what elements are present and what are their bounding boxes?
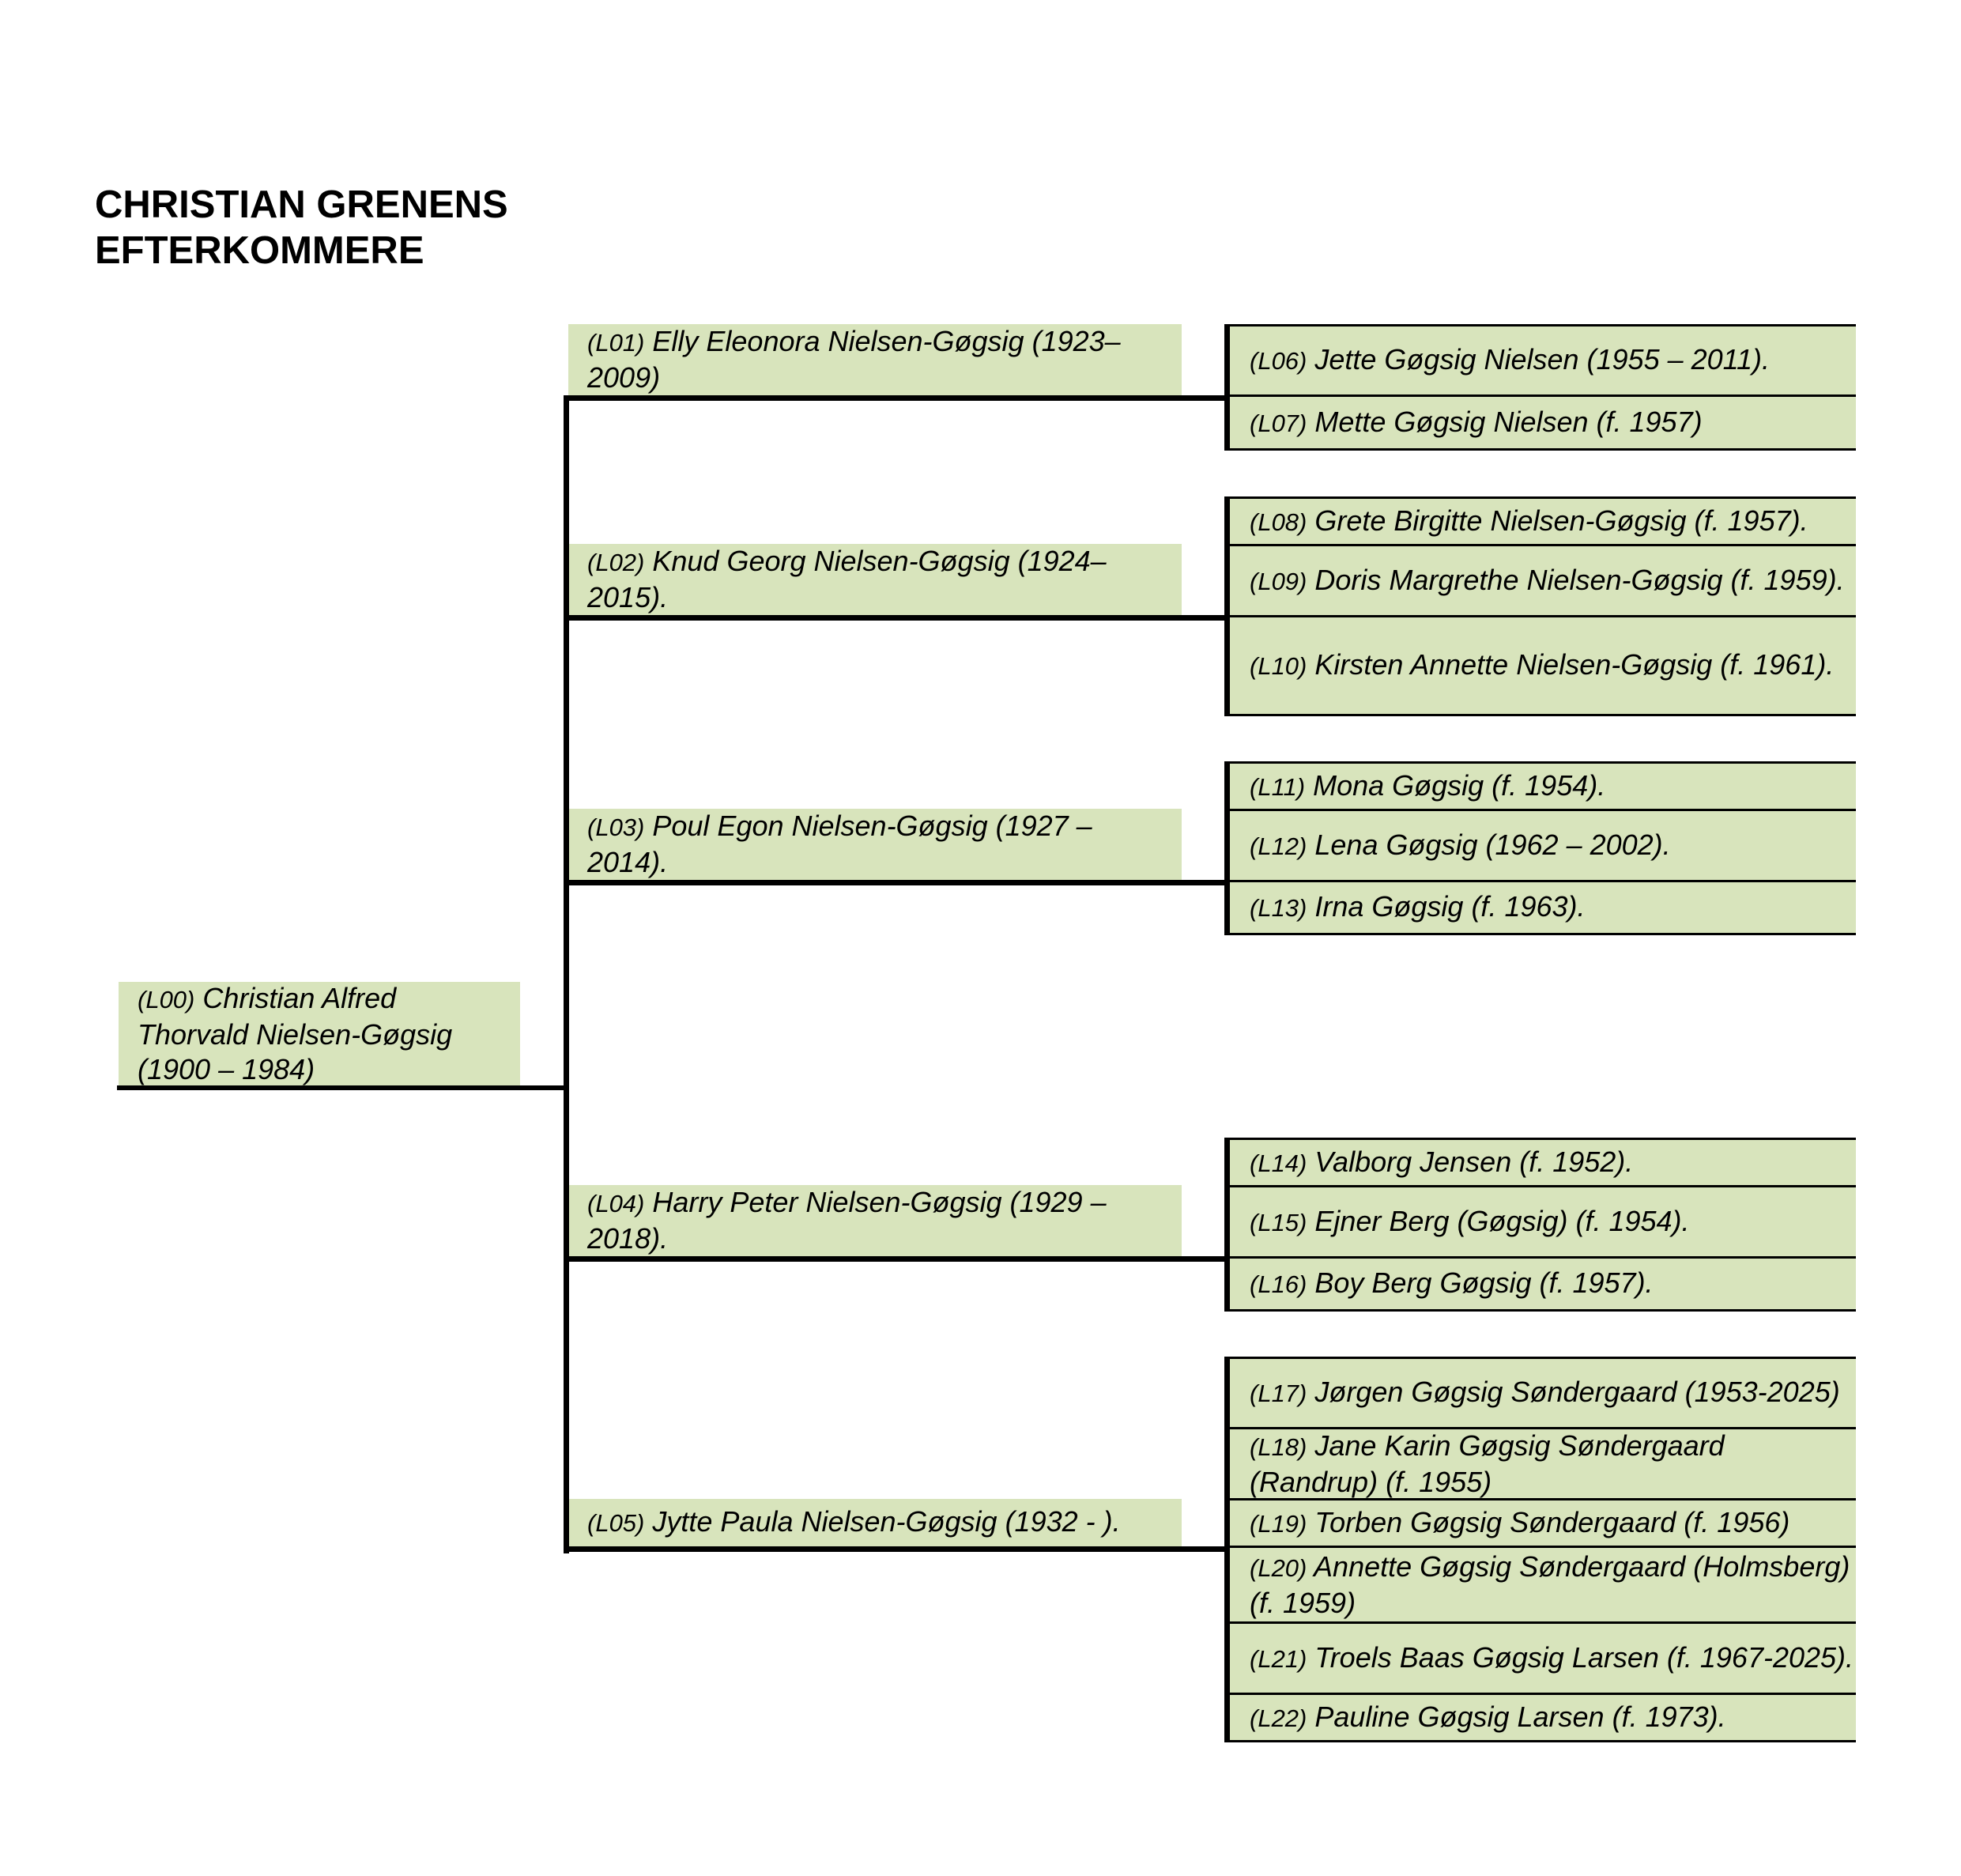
node-code: (L07) bbox=[1250, 409, 1307, 437]
gen2-node-l08: (L08) Grete Birgitte Nielsen-Gøgsig (f. … bbox=[1229, 496, 1856, 546]
gen2-node-l22: (L22) Pauline Gøgsig Larsen (f. 1973). bbox=[1229, 1695, 1856, 1742]
root-underline bbox=[117, 1085, 564, 1090]
gen2-node-l18: (L18) Jane Karin Gøgsig Søndergaard (Ran… bbox=[1229, 1429, 1856, 1500]
node-label: Jytte Paula Nielsen-Gøgsig (1932 - ). bbox=[644, 1505, 1121, 1538]
gen2-node-l07: (L07) Mette Gøgsig Nielsen (f. 1957) bbox=[1229, 397, 1856, 451]
node-label: Poul Egon Nielsen-Gøgsig (1927 – 2014). bbox=[587, 810, 1092, 878]
trunk-vertical-line bbox=[564, 395, 569, 1553]
node-code: (L16) bbox=[1250, 1270, 1307, 1298]
node-label: Knud Georg Nielsen-Gøgsig (1924–2015). bbox=[587, 545, 1107, 613]
node-code: (L04) bbox=[587, 1190, 645, 1217]
gen2-node-l14: (L14) Valborg Jensen (f. 1952). bbox=[1229, 1138, 1856, 1187]
gen2-node-l12: (L12) Lena Gøgsig (1962 – 2002). bbox=[1229, 811, 1856, 882]
branch-line-l05 bbox=[564, 1546, 1229, 1552]
gen2-node-l19: (L19) Torben Gøgsig Søndergaard (f. 1956… bbox=[1229, 1500, 1856, 1548]
node-code: (L11) bbox=[1250, 772, 1306, 801]
node-label: Lena Gøgsig (1962 – 2002). bbox=[1307, 828, 1671, 861]
node-code: (L14) bbox=[1250, 1149, 1307, 1177]
node-label: Jørgen Gøgsig Søndergaard (1953-2025) bbox=[1307, 1376, 1840, 1408]
branch-line-l02 bbox=[564, 615, 1229, 621]
gen2-node-l20: (L20) Annette Gøgsig Søndergaard (Holmsb… bbox=[1229, 1548, 1856, 1624]
children-bracket-l03 bbox=[1224, 761, 1230, 935]
node-label: Ejner Berg (Gøgsig) (f. 1954). bbox=[1307, 1204, 1690, 1237]
node-code: (L09) bbox=[1250, 567, 1307, 595]
branch-line-l04 bbox=[564, 1256, 1229, 1262]
node-label: Elly Eleonora Nielsen-Gøgsig (1923–2009) bbox=[587, 325, 1121, 394]
node-label: Boy Berg Gøgsig (f. 1957). bbox=[1307, 1266, 1654, 1299]
gen2-node-l17: (L17) Jørgen Gøgsig Søndergaard (1953-20… bbox=[1229, 1357, 1856, 1429]
node-code: (L13) bbox=[1250, 894, 1307, 922]
title-line-1: CHRISTIAN GRENENS bbox=[95, 183, 508, 226]
gen1-node-l04: (L04) Harry Peter Nielsen-Gøgsig (1929 –… bbox=[568, 1185, 1182, 1256]
node-label: Mona Gøgsig (f. 1954). bbox=[1305, 768, 1606, 802]
title-line-2: EFTERKOMMERE bbox=[95, 229, 424, 272]
children-bracket-l02 bbox=[1224, 496, 1230, 716]
node-code: (L20) bbox=[1250, 1553, 1307, 1582]
node-code: (L21) bbox=[1250, 1644, 1307, 1673]
node-label: Valborg Jensen (f. 1952). bbox=[1307, 1145, 1634, 1178]
node-label: Doris Margrethe Nielsen-Gøgsig (f. 1959)… bbox=[1307, 563, 1845, 596]
gen2-node-l16: (L16) Boy Berg Gøgsig (f. 1957). bbox=[1229, 1259, 1856, 1312]
node-label: Annette Gøgsig Søndergaard (Holmsberg) (… bbox=[1250, 1549, 1850, 1619]
node-code: (L02) bbox=[587, 549, 645, 576]
gen2-node-l13: (L13) Irna Gøgsig (f. 1963). bbox=[1229, 882, 1856, 935]
node-label: Kirsten Annette Nielsen-Gøgsig (f. 1961)… bbox=[1307, 648, 1835, 681]
node-label: Harry Peter Nielsen-Gøgsig (1929 – 2018)… bbox=[587, 1186, 1107, 1255]
branch-line-l03 bbox=[564, 880, 1229, 885]
gen1-node-l05: (L05) Jytte Paula Nielsen-Gøgsig (1932 -… bbox=[568, 1499, 1182, 1546]
node-code: (L18) bbox=[1250, 1432, 1307, 1461]
gen2-node-l06: (L06) Jette Gøgsig Nielsen (1955 – 2011)… bbox=[1229, 324, 1856, 397]
node-code: (L12) bbox=[1250, 832, 1307, 860]
gen1-node-l03: (L03) Poul Egon Nielsen-Gøgsig (1927 – 2… bbox=[568, 809, 1182, 880]
gen2-node-l10: (L10) Kirsten Annette Nielsen-Gøgsig (f.… bbox=[1229, 617, 1856, 716]
node-code: (L22) bbox=[1250, 1704, 1307, 1732]
node-code: (L03) bbox=[587, 813, 645, 841]
gen1-node-l02: (L02) Knud Georg Nielsen-Gøgsig (1924–20… bbox=[568, 544, 1182, 615]
children-bracket-l01 bbox=[1224, 324, 1230, 451]
gen2-node-l21: (L21) Troels Baas Gøgsig Larsen (f. 1967… bbox=[1229, 1624, 1856, 1695]
node-code: (L19) bbox=[1250, 1509, 1307, 1538]
gen1-node-l01: (L01) Elly Eleonora Nielsen-Gøgsig (1923… bbox=[568, 324, 1182, 395]
children-bracket-l04 bbox=[1224, 1138, 1230, 1312]
node-code: (L10) bbox=[1250, 652, 1307, 680]
node-label: Torben Gøgsig Søndergaard (f. 1956) bbox=[1307, 1505, 1790, 1538]
node-label: Mette Gøgsig Nielsen (f. 1957) bbox=[1307, 405, 1703, 438]
node-code: (L00) bbox=[138, 986, 195, 1013]
page-title: CHRISTIAN GRENENS EFTERKOMMERE bbox=[95, 182, 648, 274]
gen2-node-l15: (L15) Ejner Berg (Gøgsig) (f. 1954). bbox=[1229, 1187, 1856, 1259]
node-code: (L01) bbox=[587, 329, 645, 357]
node-label: Grete Birgitte Nielsen-Gøgsig (f. 1957). bbox=[1307, 504, 1808, 537]
node-code: (L17) bbox=[1250, 1380, 1307, 1407]
children-bracket-l05 bbox=[1224, 1357, 1230, 1742]
node-label: Jette Gøgsig Nielsen (1955 – 2011). bbox=[1307, 343, 1771, 376]
root-node: (L00) Christian Alfred Thorvald Nielsen-… bbox=[119, 982, 520, 1086]
gen2-node-l09: (L09) Doris Margrethe Nielsen-Gøgsig (f.… bbox=[1229, 546, 1856, 617]
node-code: (L15) bbox=[1250, 1208, 1307, 1236]
node-label: Christian Alfred Thorvald Nielsen-Gøgsig… bbox=[138, 982, 453, 1085]
node-label: Pauline Gøgsig Larsen (f. 1973). bbox=[1307, 1700, 1726, 1733]
gen2-node-l11: (L11) Mona Gøgsig (f. 1954). bbox=[1229, 761, 1856, 811]
node-label: Troels Baas Gøgsig Larsen (f. 1967-2025)… bbox=[1307, 1640, 1854, 1674]
node-label: Irna Gøgsig (f. 1963). bbox=[1307, 890, 1586, 923]
branch-line-l01 bbox=[564, 395, 1229, 401]
node-code: (L05) bbox=[587, 1509, 645, 1537]
node-code: (L08) bbox=[1250, 508, 1307, 536]
node-label: Jane Karin Gøgsig Søndergaard (Randrup) … bbox=[1250, 1429, 1725, 1498]
node-code: (L06) bbox=[1250, 347, 1307, 375]
